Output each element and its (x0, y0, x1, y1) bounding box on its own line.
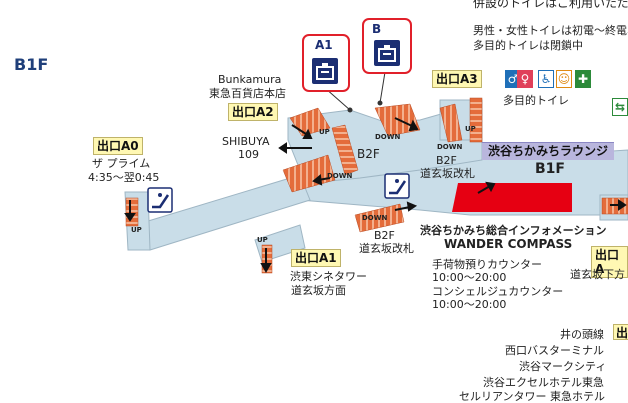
notice-line: 併設のトイレはご利用いただ (473, 0, 628, 10)
place-label: 東急百貨店本店 (209, 87, 286, 100)
place-label: 109 (238, 148, 259, 161)
lounge-label: 渋谷ちかみちラウンジ (482, 142, 615, 160)
escalator-icon (384, 173, 410, 199)
destination-item: 西口バスターミナル (505, 344, 604, 357)
floor-label: B1F (14, 55, 49, 74)
ostomate-icon: ✚ (575, 70, 591, 88)
stair-direction-label: DOWN (375, 133, 401, 141)
destination-item: セルリアンタワー 東急ホテル (459, 390, 606, 403)
coin-locker-icon (374, 40, 400, 66)
place-label: SHIBUYA (222, 135, 270, 148)
service-label: 手荷物預りカウンター (432, 258, 542, 271)
exit-arrow-icon (124, 117, 627, 274)
coin-locker-callout[interactable]: B (362, 18, 412, 74)
place-label: Bunkamura (218, 73, 282, 86)
floor-sub-label: B2F (374, 229, 395, 242)
hours-label: 10:00～20:00 (432, 298, 507, 311)
place-label: 道玄坂方面 (291, 284, 346, 297)
stair-direction-label: UP (319, 128, 330, 136)
place-label: 道玄坂下方 (570, 268, 625, 281)
exit-a3-label[interactable]: 出口A3 (432, 70, 482, 88)
womens-toilet-icon: ♀ (517, 70, 533, 88)
stair-direction-label: UP (465, 125, 476, 133)
exit-a0-label[interactable]: 出口A0 (93, 137, 143, 155)
destination-item: 井の頭線 (560, 328, 604, 341)
stair-direction-label: DOWN (437, 143, 463, 151)
exit-a-right-label[interactable]: 出口A (591, 246, 628, 278)
destination-item: 渋谷マークシティ (519, 360, 607, 373)
hours-label: 4:35～翌0:45 (88, 171, 160, 184)
exit-a1-label[interactable]: 出口A1 (291, 249, 341, 267)
coin-locker-callout[interactable]: A1 (302, 34, 350, 92)
stair-direction-label: DOWN (362, 214, 388, 222)
destination-item: 渋谷エクセルホテル東急 (483, 376, 604, 389)
floor-center-label: B1F (535, 161, 565, 177)
info-counter (452, 183, 572, 212)
floor-sub-label: B2F (436, 154, 457, 167)
exit-edge-label[interactable]: 出 (613, 324, 628, 340)
nursing-room-icon: ☺ (556, 70, 572, 88)
toilet-label: 多目的トイレ (503, 94, 569, 107)
stair-direction-label: UP (131, 226, 142, 234)
notice-line: 男性・女性トイレは初電～終電、 (473, 24, 628, 37)
info-subtitle: WANDER COMPASS (444, 237, 573, 251)
wheelchair-icon: ♿ (538, 70, 554, 88)
gate-label: 道玄坂改札 (420, 167, 475, 180)
gate-label: 道玄坂改札 (359, 242, 414, 255)
locker-id: A1 (315, 38, 333, 52)
floor-sub-label: B2F (357, 147, 380, 161)
coin-locker-icon (312, 58, 338, 84)
locker-id: B (372, 22, 382, 36)
service-label: コンシェルジュカウンター (432, 285, 564, 298)
stair-direction-label: DOWN (327, 172, 353, 180)
stair-direction-label: UP (257, 236, 268, 244)
escalator-icon (147, 187, 173, 213)
place-label: 渋東シネタワー (290, 270, 367, 283)
exit-sign-icon: ⇆ (612, 98, 628, 116)
hours-label: 10:00～20:00 (432, 271, 507, 284)
exit-a2-label[interactable]: 出口A2 (228, 103, 278, 121)
info-title: 渋谷ちかみち総合インフォメーション (420, 224, 607, 237)
place-label: ザ プライム (92, 157, 151, 170)
notice-line: 多目的トイレは閉鎖中 (473, 39, 583, 52)
stairs (125, 97, 628, 274)
